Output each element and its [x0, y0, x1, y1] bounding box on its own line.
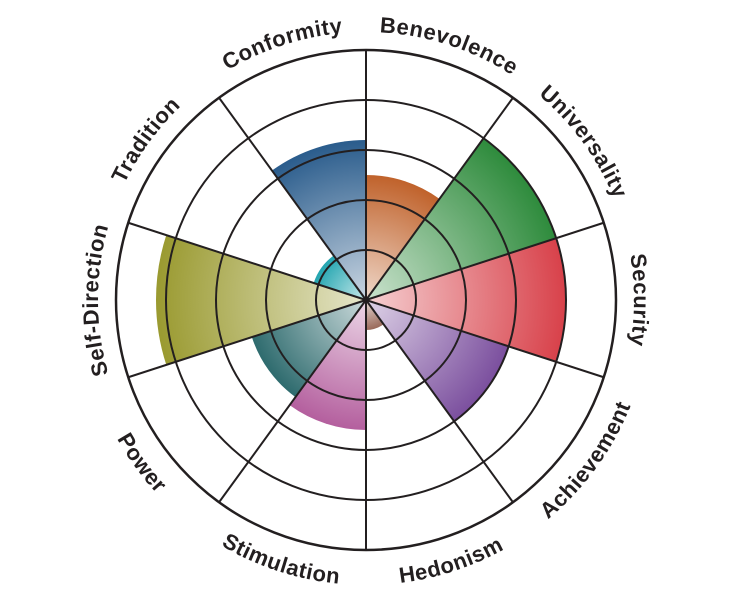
wedge-self-direction [156, 235, 366, 365]
wedge-power [251, 300, 366, 398]
grid-spoke-5 [365, 299, 514, 503]
label-benevolence: Benevolence [379, 12, 523, 79]
chart-grid [114, 48, 618, 552]
label-stimulation: Stimulation [218, 528, 341, 589]
wedge-benevolence [366, 175, 440, 300]
label-achievement: Achievement [535, 397, 636, 523]
grid-spoke-4 [365, 299, 605, 379]
wedge-conformity [271, 140, 366, 300]
grid-spoke-9 [127, 221, 367, 301]
label-power: Power [113, 428, 172, 497]
grid-spoke-2 [365, 97, 514, 301]
label-security: Security [625, 252, 654, 348]
grid-spoke-7 [218, 299, 367, 503]
grid-spoke-10 [218, 97, 367, 301]
grid-spoke-8 [127, 299, 367, 379]
label-hedonism: Hedonism [397, 531, 507, 588]
wedge-achievement [366, 300, 509, 422]
grid-spoke-3 [365, 221, 605, 301]
label-self-direction: Self-Direction [78, 221, 113, 379]
label-universality: Universality [535, 80, 633, 202]
wedge-tradition [313, 255, 366, 300]
wedge-universality [366, 138, 557, 300]
label-tradition: Tradition [106, 92, 184, 187]
